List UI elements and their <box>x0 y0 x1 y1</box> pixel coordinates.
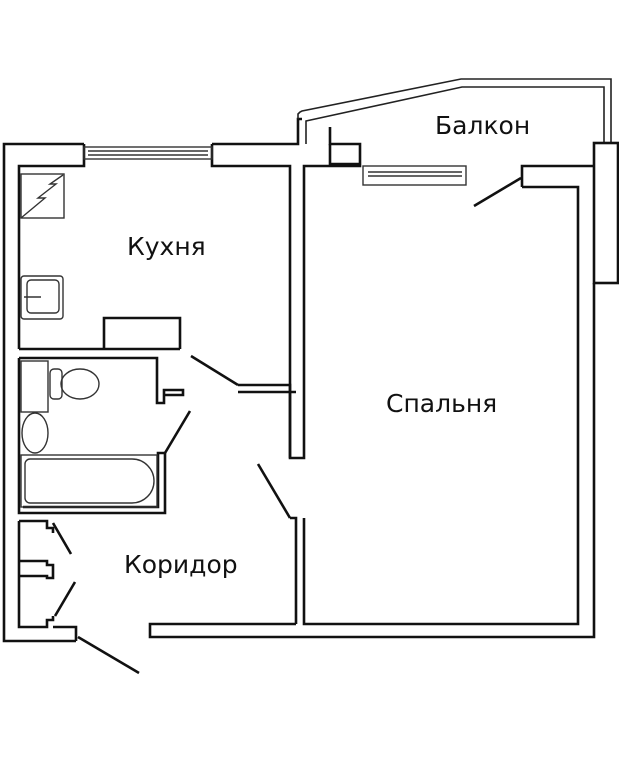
outer-walls <box>2 78 619 643</box>
entry-door <box>77 635 140 675</box>
bathroom-door <box>163 410 192 454</box>
room-label-balcony: Балкон <box>435 111 531 140</box>
washbasin-icon <box>21 412 49 454</box>
closet-door-1 <box>51 522 73 555</box>
toilet-tank <box>20 360 49 413</box>
bathtub-icon <box>20 454 158 508</box>
room-label-corridor: Коридор <box>124 550 238 579</box>
bedroom-door <box>256 463 292 519</box>
fixtures <box>20 173 158 508</box>
sink-icon <box>20 275 64 320</box>
closet-door-2 <box>53 581 77 617</box>
windows <box>83 146 467 186</box>
doors <box>51 176 522 675</box>
toilet-icon <box>49 368 63 400</box>
stove-icon <box>20 173 65 219</box>
room-label-bedroom: Спальня <box>386 389 498 418</box>
kitchen-door <box>190 354 239 387</box>
balcony-door <box>473 176 522 208</box>
room-label-kitchen: Кухня <box>127 232 206 261</box>
